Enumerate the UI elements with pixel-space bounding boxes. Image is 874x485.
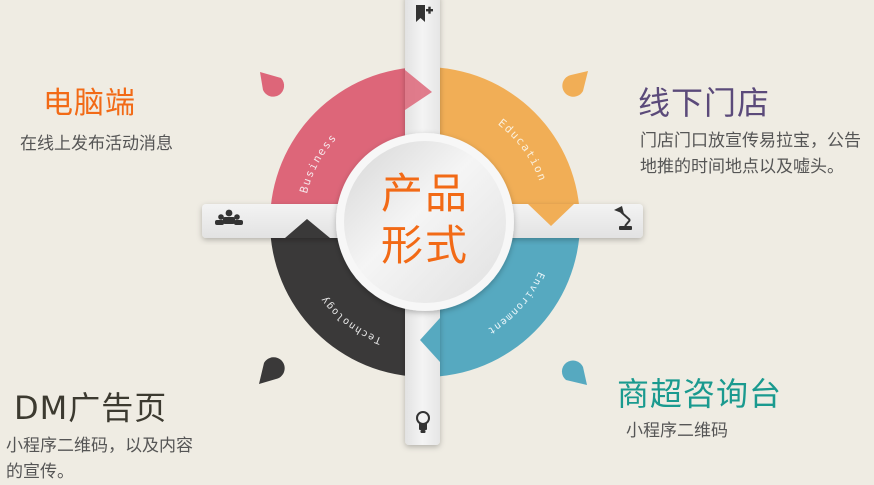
center-title-line2: 形式 [380, 221, 469, 270]
card-dm-ad-title: DM广告页 [14, 389, 168, 427]
card-mall-desk-desc: 小程序二维码 [626, 421, 728, 441]
center-disk [344, 141, 506, 303]
desk-lamp-icon [614, 206, 632, 230]
lightbulb-icon [416, 411, 430, 433]
card-pc-title: 电脑端 [43, 86, 136, 121]
card-dm-ad-desc: 小程序二维码，以及内容的宣传。 [6, 436, 193, 482]
center-title: 产品 形式 [345, 168, 505, 272]
card-offline-store-desc: 门店门口放宣传易拉宝，公告地推的时间地点以及嘘头。 [640, 131, 861, 177]
card-offline-store-title: 线下门店 [638, 84, 771, 122]
center-title-line1: 产品 [380, 169, 469, 218]
bookmark-plus-icon [416, 5, 433, 22]
card-mall-desk-title: 商超咨询台 [617, 375, 783, 413]
droplet-orange [562, 71, 588, 97]
droplet-blue [561, 360, 587, 385]
droplet-pink [260, 72, 285, 97]
card-pc-desc: 在线上发布活动消息 [20, 134, 173, 154]
droplet-dark [259, 357, 285, 384]
group-people-icon [215, 209, 243, 225]
